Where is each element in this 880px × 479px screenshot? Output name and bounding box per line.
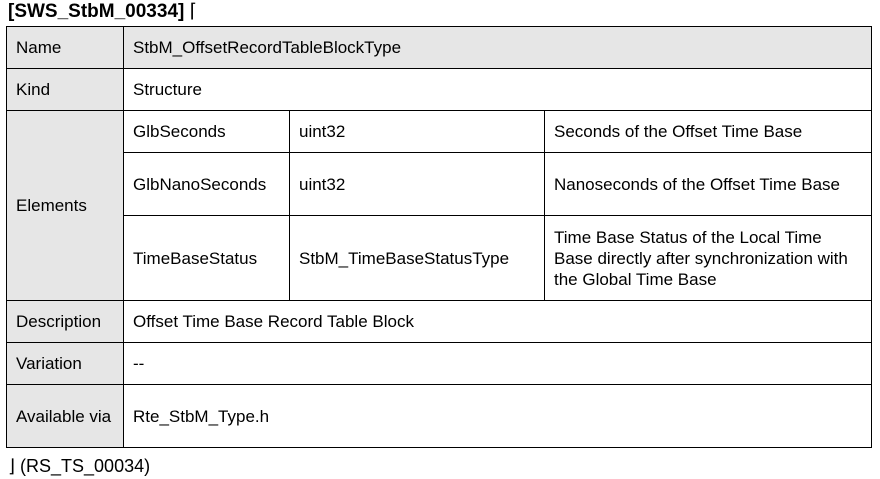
element-type: uint32 [289,110,545,153]
name-row: Name StbM_OffsetRecordTableBlockType [6,26,873,69]
specification-table: Name StbM_OffsetRecordTableBlockType Kin… [6,26,873,448]
open-bracket: ⌈ [189,1,198,22]
element-row: GlbNanoSeconds uint32 Nanoseconds of the… [7,152,873,216]
name-value: StbM_OffsetRecordTableBlockType [122,26,873,69]
available-via-row: Available via Rte_StbM_Type.h [6,384,873,448]
kind-row: Kind Structure [6,68,873,111]
element-description: Nanoseconds of the Offset Time Base [543,152,873,216]
description-label: Description [6,300,124,343]
element-row: TimeBaseStatus StbM_TimeBaseStatusType T… [7,215,873,301]
element-description: Seconds of the Offset Time Base [543,110,873,153]
trace-reference: ⌋ (RS_TS_00034) [8,456,151,476]
kind-value: Structure [122,68,873,111]
description-row: Description Offset Time Base Record Tabl… [6,300,873,343]
name-label: Name [6,26,124,69]
requirement-id: [SWS_StbM_00334] [8,1,185,22]
element-description: Time Base Status of the Local Time Base … [543,215,873,301]
variation-label: Variation [6,342,124,385]
requirement-heading: [SWS_StbM_00334] ⌈ [8,1,197,23]
variation-value: -- [122,342,873,385]
element-row: Elements GlbSeconds uint32 Seconds of th… [6,110,873,301]
element-type: uint32 [289,152,545,216]
variation-row: Variation -- [6,342,873,385]
element-name: GlbNanoSeconds [123,152,290,216]
available-via-value: Rte_StbM_Type.h [122,384,873,448]
kind-label: Kind [6,68,124,111]
available-via-label: Available via [6,384,124,448]
description-value: Offset Time Base Record Table Block [122,300,873,343]
elements-label: Elements [6,110,124,301]
element-type: StbM_TimeBaseStatusType [289,215,545,301]
element-name: TimeBaseStatus [123,215,290,301]
element-name: GlbSeconds [123,110,290,153]
